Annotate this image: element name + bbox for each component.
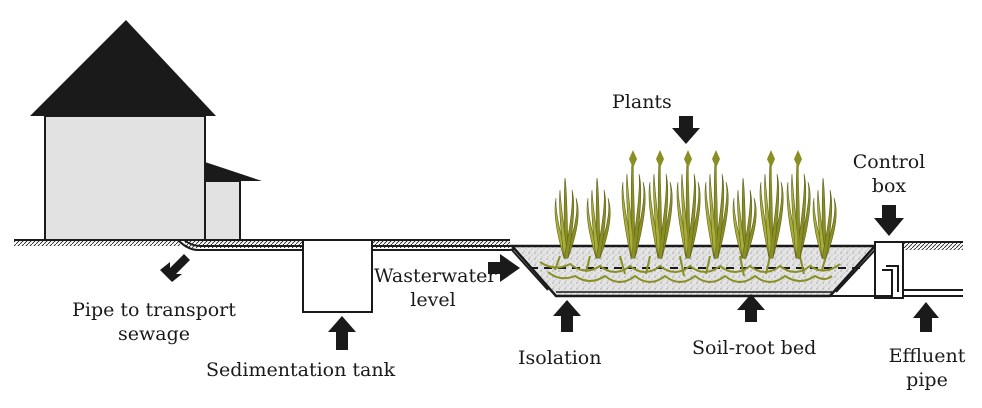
wastewater-level-label-line1: Wasterwater xyxy=(374,265,497,287)
root-zone xyxy=(539,255,841,283)
reed-plant-icon xyxy=(759,150,784,259)
soil-root-bed-label: Soil-root bed xyxy=(692,337,817,359)
reed-plant-icon xyxy=(648,150,673,259)
reed-plant-icon xyxy=(586,177,611,259)
control-box-label-line1: Control xyxy=(852,151,926,173)
reed-plants xyxy=(554,150,837,259)
effluent-pipe-label: Effluent pipe xyxy=(880,344,974,392)
reed-plant-icon xyxy=(732,177,757,259)
wastewater-level-label: Wasterwater level xyxy=(374,264,497,312)
control-box-label: Control box xyxy=(842,150,936,198)
pipe-label: Pipe to transport sewage xyxy=(56,298,252,346)
reed-plant-icon xyxy=(704,150,729,259)
wastewater-level-label-line2: level xyxy=(410,289,456,311)
pipe-label-line2: sewage xyxy=(118,323,190,345)
effluent-pipe xyxy=(903,289,963,297)
sedimentation-tank xyxy=(302,239,373,313)
control-box-label-line2: box xyxy=(871,175,907,197)
block-arrow-icon xyxy=(160,116,939,350)
effluent-pipe-label-line2: pipe xyxy=(906,369,948,391)
control-box xyxy=(826,241,904,299)
isolation-label: Isolation xyxy=(518,347,602,369)
reed-plant-icon xyxy=(786,150,811,259)
effluent-pipe-label-line1: Effluent xyxy=(888,345,966,367)
ground-surface xyxy=(14,239,963,250)
reed-plant-icon xyxy=(812,177,837,259)
reed-plant-icon xyxy=(676,150,701,259)
sedimentation-tank-label: Sedimentation tank xyxy=(206,359,396,381)
house-icon xyxy=(30,20,262,241)
reed-plant-icon xyxy=(554,177,579,259)
plants-label: Plants xyxy=(612,91,672,113)
pipe-label-line1: Pipe to transport xyxy=(72,299,236,321)
sewage-pipe xyxy=(177,239,519,251)
reed-plant-icon xyxy=(621,150,646,259)
